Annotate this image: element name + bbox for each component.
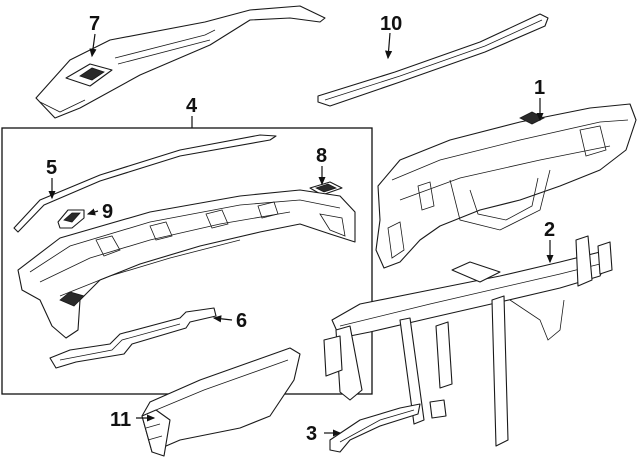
- callout-11: 11: [110, 409, 131, 431]
- callout-5: 5: [46, 157, 57, 179]
- part-7-upper-trim-pad: [35, 5, 326, 119]
- callout-6: 6: [236, 310, 247, 332]
- callout-2: 2: [544, 219, 555, 241]
- part-4-instrument-panel: [17, 189, 356, 339]
- callout-4: 4: [186, 95, 198, 117]
- part-1-main-frame: [375, 103, 637, 269]
- part-5-defroster-strip: [13, 134, 277, 233]
- part-10-trim-strip: [317, 13, 549, 107]
- callout-3: 3: [306, 423, 317, 445]
- callout-10: 10: [380, 13, 402, 35]
- leader-9: [86, 208, 99, 216]
- part-9-clip: [57, 209, 85, 229]
- callout-1: 1: [534, 77, 545, 99]
- callout-8: 8: [316, 145, 327, 167]
- leader-10: [384, 32, 393, 60]
- leader-7: [89, 33, 97, 58]
- callout-9: 9: [102, 201, 113, 223]
- part-11-glove-box: [141, 347, 301, 457]
- leader-6: [212, 315, 233, 323]
- part-2-cross-car-beam: [323, 235, 613, 447]
- callout-7: 7: [89, 13, 100, 35]
- part-3-bracket: [329, 403, 421, 453]
